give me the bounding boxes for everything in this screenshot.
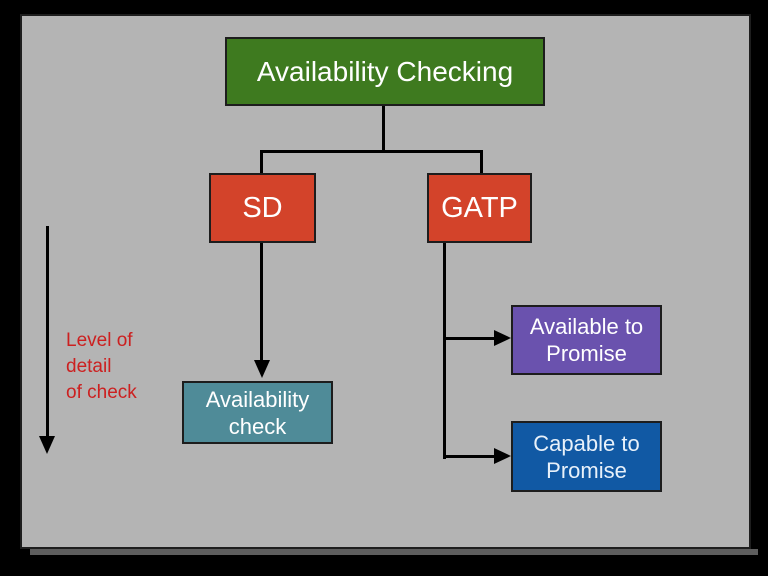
connector-gatp-to-ctp	[445, 455, 496, 458]
available-to-promise-box: Available to Promise	[511, 305, 662, 375]
capable-to-promise-box: Capable to Promise	[511, 421, 662, 492]
connector-gatp-stem	[443, 241, 446, 459]
availability-check-box: Availability check	[182, 381, 333, 444]
connector-horizontal	[260, 150, 483, 153]
arrow-right-icon	[494, 448, 511, 464]
available-to-promise-label: Available to Promise	[529, 314, 644, 366]
connector-gatp-to-atp	[445, 337, 496, 340]
gatp-box: GATP	[427, 173, 532, 243]
annotation-line: of check	[66, 382, 137, 403]
connector-sd-drop	[260, 150, 263, 175]
level-of-detail-annotation: Level of detail of check	[66, 328, 137, 406]
gatp-label: GATP	[441, 191, 518, 224]
arrow-right-icon	[494, 330, 511, 346]
slide-shadow	[30, 549, 758, 555]
availability-checking-label: Availability Checking	[256, 55, 514, 87]
availability-checking-box: Availability Checking	[225, 37, 545, 106]
capable-to-promise-label: Capable to Promise	[533, 430, 640, 483]
annotation-line: detail	[66, 356, 112, 377]
connector-gatp-drop	[480, 150, 483, 175]
connector-root-stem	[382, 104, 385, 153]
connector-detail-axis	[46, 226, 49, 438]
sd-box: SD	[209, 173, 316, 243]
annotation-line: Level of	[66, 330, 133, 351]
arrow-down-icon	[39, 436, 55, 454]
arrow-down-icon	[254, 360, 270, 378]
availability-check-label: Availability check	[205, 386, 310, 439]
connector-sd-to-check	[260, 241, 263, 362]
sd-label: SD	[242, 191, 283, 224]
